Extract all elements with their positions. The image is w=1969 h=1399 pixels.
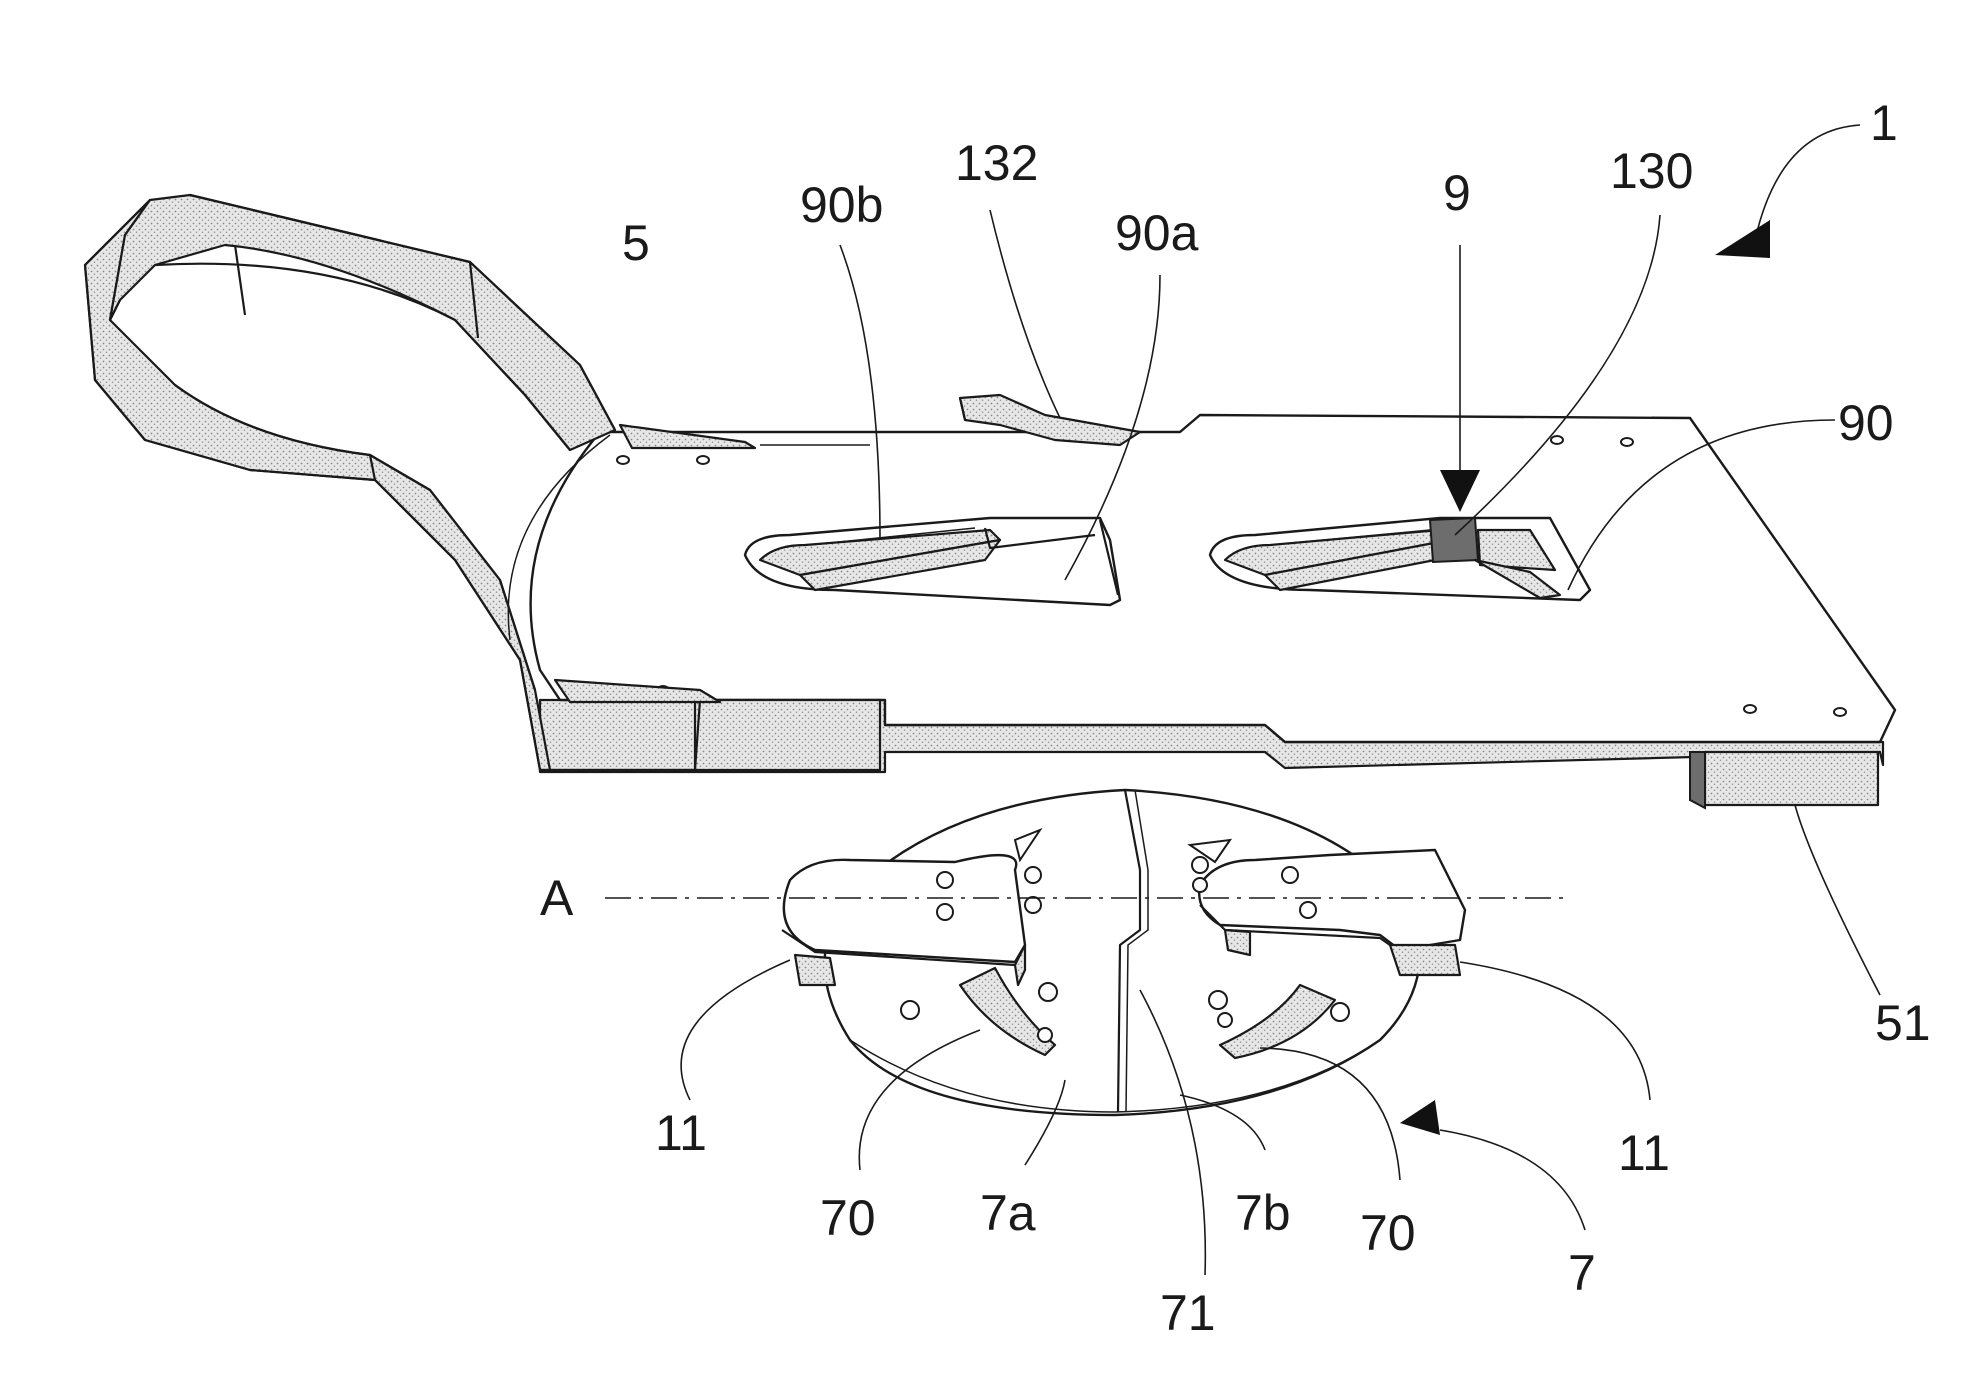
label-disc-half-b: 7b [1235, 1185, 1291, 1241]
label-disc-half-a: 7a [980, 1185, 1036, 1241]
label-pawl-right: 11 [1618, 1125, 1670, 1181]
label-track-part-b: 90b [800, 177, 883, 233]
disc-7 [782, 790, 1465, 1115]
label-axis: A [540, 870, 574, 926]
label-foot: 51 [1875, 995, 1931, 1051]
label-slot-left: 70 [820, 1190, 876, 1246]
label-tab-132: 132 [955, 135, 1038, 191]
label-guide: 9 [1443, 165, 1471, 221]
label-guide-track: 90 [1838, 395, 1894, 451]
label-track-part-a: 90a [1115, 205, 1199, 261]
label-slot-right: 70 [1360, 1205, 1416, 1261]
label-disc: 7 [1568, 1245, 1596, 1301]
label-detent-130: 130 [1610, 143, 1693, 199]
label-pawl-left: 11 [655, 1105, 707, 1161]
label-device: 1 [1870, 95, 1898, 151]
label-split-line: 71 [1160, 1285, 1216, 1341]
label-plate: 5 [622, 215, 650, 271]
